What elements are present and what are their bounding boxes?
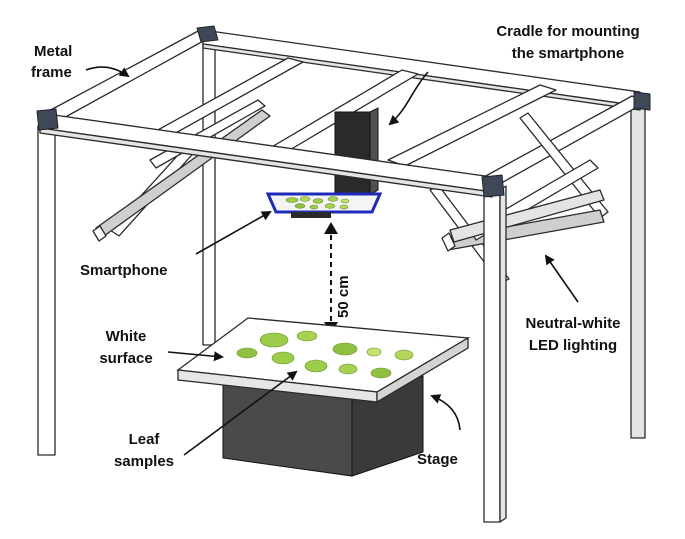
label-smartphone: Smartphone <box>80 262 168 279</box>
label-leaf-samples-2: samples <box>114 453 174 470</box>
label-stage: Stage <box>417 451 458 468</box>
label-white-surface-1: White <box>106 328 147 345</box>
metal-frame-back <box>44 29 647 439</box>
smartphone <box>265 192 383 218</box>
label-white-surface-2: surface <box>99 350 152 367</box>
label-cradle-1: Cradle for mounting <box>496 23 639 40</box>
labels: Metal frame Cradle for mounting the smar… <box>31 23 640 470</box>
label-metal-frame-2: frame <box>31 64 72 81</box>
smartphone-cradle <box>334 107 379 196</box>
leaf-samples <box>236 330 414 379</box>
label-metal-frame-1: Metal <box>34 43 72 60</box>
label-led-1: Neutral-white <box>525 315 620 332</box>
label-distance: 50 cm <box>335 275 352 318</box>
metal-frame-front <box>36 25 651 523</box>
label-cradle-2: the smartphone <box>512 45 625 62</box>
label-leaf-samples-1: Leaf <box>129 431 161 448</box>
label-led-2: LED lighting <box>529 337 617 354</box>
white-surface <box>176 317 471 404</box>
callout-arrows <box>85 66 579 456</box>
